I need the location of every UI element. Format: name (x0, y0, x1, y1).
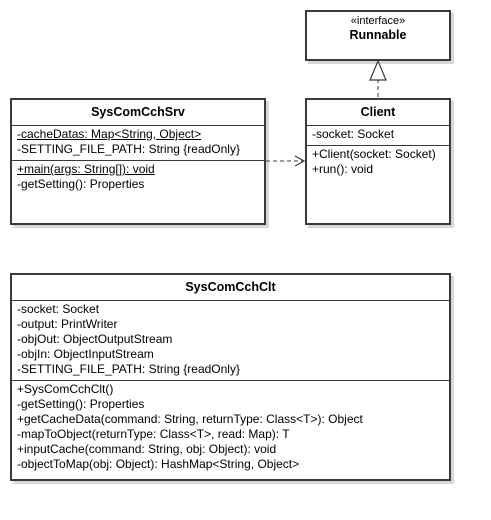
method-row: -mapToObject(returnType: Class<T>, read:… (17, 427, 290, 441)
runnable-title: «interface» Runnable (307, 12, 449, 42)
attribute-row: -output: PrintWriter (17, 317, 118, 331)
runnable-interface-box[interactable]: «interface» Runnable (305, 10, 451, 61)
syscomcchclt-title: SysComCchClt (12, 275, 449, 301)
attribute-row: -objOut: ObjectOutputStream (17, 332, 173, 346)
attribute-row: -SETTING_FILE_PATH: String {readOnly} (17, 362, 240, 376)
syscomcchclt-name: SysComCchClt (185, 280, 276, 294)
client-name: Client (360, 105, 396, 119)
method-row: -objectToMap(obj: Object): HashMap<Strin… (17, 457, 300, 471)
syscomcchclt-methods: +SysComCchClt() -getSetting(): Propertie… (12, 381, 449, 475)
method-row: +SysComCchClt() (17, 382, 114, 396)
syscomcchsrv-attributes: -cacheDatas: Map<String, Object> -SETTIN… (12, 126, 264, 161)
attribute-row: -SETTING_FILE_PATH: String {readOnly} (17, 142, 240, 156)
runnable-stereotype: «interface» (350, 15, 406, 27)
runnable-name: Runnable (349, 28, 407, 42)
attribute-row: -socket: Socket (17, 302, 100, 316)
dependency-arrowhead (294, 155, 306, 167)
method-row: +inputCache(command: String, obj: Object… (17, 442, 277, 456)
client-class-box[interactable]: Client -socket: Socket +Client(socket: S… (305, 98, 451, 225)
method-row: +main(args: String[]): void (17, 162, 155, 176)
attribute-row: -objIn: ObjectInputStream (17, 347, 154, 361)
attribute-row: -socket: Socket (312, 127, 395, 141)
method-row: -getSetting(): Properties (17, 177, 145, 191)
syscomcchsrv-methods: +main(args: String[]): void -getSetting(… (12, 161, 264, 195)
syscomcchsrv-name: SysComCchSrv (91, 105, 185, 119)
attribute-row: -cacheDatas: Map<String, Object> (17, 127, 202, 141)
client-attributes: -socket: Socket (307, 126, 449, 146)
method-row: -getSetting(): Properties (17, 397, 145, 411)
syscomcchclt-class-box[interactable]: SysComCchClt -socket: Socket -output: Pr… (10, 273, 451, 481)
syscomcchclt-attributes: -socket: Socket -output: PrintWriter -ob… (12, 301, 449, 381)
realization-arrowhead (369, 59, 387, 81)
method-row: +run(): void (312, 162, 374, 176)
client-methods: +Client(socket: Socket) +run(): void (307, 146, 449, 180)
client-title: Client (307, 100, 449, 126)
syscomcchsrv-class-box[interactable]: SysComCchSrv -cacheDatas: Map<String, Ob… (10, 98, 266, 225)
method-row: +getCacheData(command: String, returnTyp… (17, 412, 363, 426)
syscomcchsrv-title: SysComCchSrv (12, 100, 264, 126)
method-row: +Client(socket: Socket) (312, 147, 436, 161)
